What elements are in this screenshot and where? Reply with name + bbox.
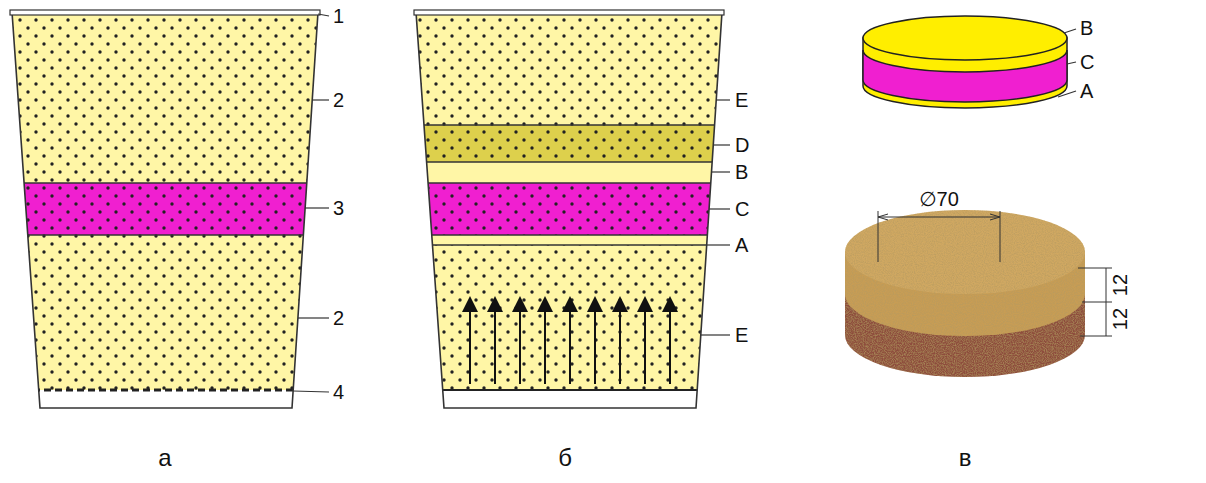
callout-label: E xyxy=(735,325,748,345)
flow-arrows xyxy=(470,304,670,384)
callout-label: 2 xyxy=(333,90,344,110)
callout-label: 3 xyxy=(333,198,344,218)
callout-label: 4 xyxy=(333,382,344,402)
cup-outline xyxy=(12,12,318,408)
sample-photo xyxy=(845,210,1085,377)
callout-label: D xyxy=(735,135,749,155)
cup-b-fill xyxy=(400,12,740,408)
callout-label: C xyxy=(1080,52,1094,72)
panel-letter: б xyxy=(558,446,572,470)
cup-rim xyxy=(414,10,724,15)
callout-label: 1 xyxy=(333,6,344,26)
callout-label: 2 xyxy=(333,308,344,328)
panel-letter: в xyxy=(959,446,972,470)
callout-label: A xyxy=(735,235,748,255)
cup-a-fill xyxy=(0,12,330,408)
callout-label: B xyxy=(1080,18,1093,38)
callout-label: 12 xyxy=(1110,272,1130,298)
leader-lines xyxy=(1058,29,1076,97)
callout-label: C xyxy=(735,199,749,219)
leader-lines xyxy=(293,14,329,392)
disc-top xyxy=(863,16,1067,60)
leader-lines xyxy=(701,100,730,335)
callout-label: ∅70 xyxy=(917,189,961,209)
cup-outline xyxy=(416,12,722,408)
callout-label: 12 xyxy=(1110,306,1130,332)
cup-rim xyxy=(10,10,320,15)
dimension-lines xyxy=(878,211,1112,336)
panel-letter: а xyxy=(158,446,171,470)
callout-label: E xyxy=(735,90,748,110)
callout-label: A xyxy=(1080,81,1093,101)
callout-label: B xyxy=(735,162,748,182)
